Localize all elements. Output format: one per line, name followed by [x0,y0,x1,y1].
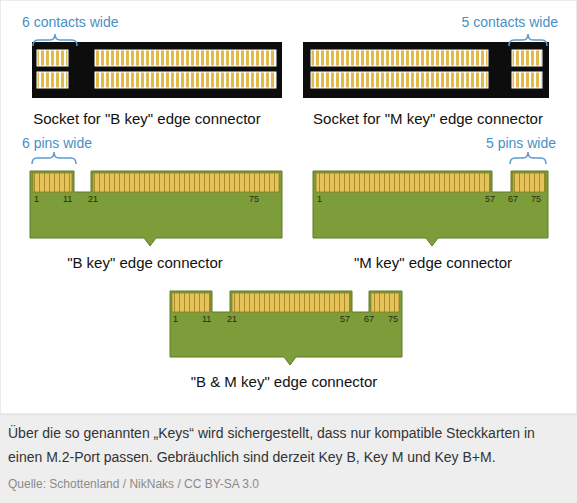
socket-b [32,42,282,98]
width-label: 5 pins wide [486,135,556,151]
pin-number: 67 [508,194,518,204]
connector-title: "M key" edge connector [354,254,512,271]
panel [0,0,577,414]
bracket [32,34,547,164]
source-credit: Quelle: Schottenland / NikNaks / CC BY-S… [8,478,259,492]
pin-number: 11 [202,314,211,324]
m-key-board [313,171,548,246]
connector-title: "B key" edge connector [67,254,223,271]
pin-number: 1 [34,194,39,204]
pin-number: 21 [227,314,237,324]
b-key-board [30,171,282,246]
bm-key-board [170,291,402,365]
pin-number: 67 [364,314,374,324]
pin-number: 75 [249,194,259,204]
connector-title: "B & M key" edge connector [191,373,378,390]
socket-title: Socket for "B key" edge connector [33,110,260,127]
pin-number: 75 [388,314,398,324]
socket-m [303,42,549,98]
caption: Über die so genannten „Keys“ wird sicher… [8,421,568,469]
pin-number: 75 [531,194,541,204]
width-label: 6 contacts wide [22,14,119,30]
socket-title: Socket for "M key" edge connector [313,110,543,127]
pin-number: 21 [88,194,98,204]
pin-number: 1 [173,314,178,324]
width-label: 5 contacts wide [462,14,559,30]
width-label: 6 pins wide [22,135,92,151]
pin-number: 57 [485,194,495,204]
pin-number: 11 [63,194,72,204]
pin-number: 1 [317,194,322,204]
pin-number: 57 [340,314,350,324]
